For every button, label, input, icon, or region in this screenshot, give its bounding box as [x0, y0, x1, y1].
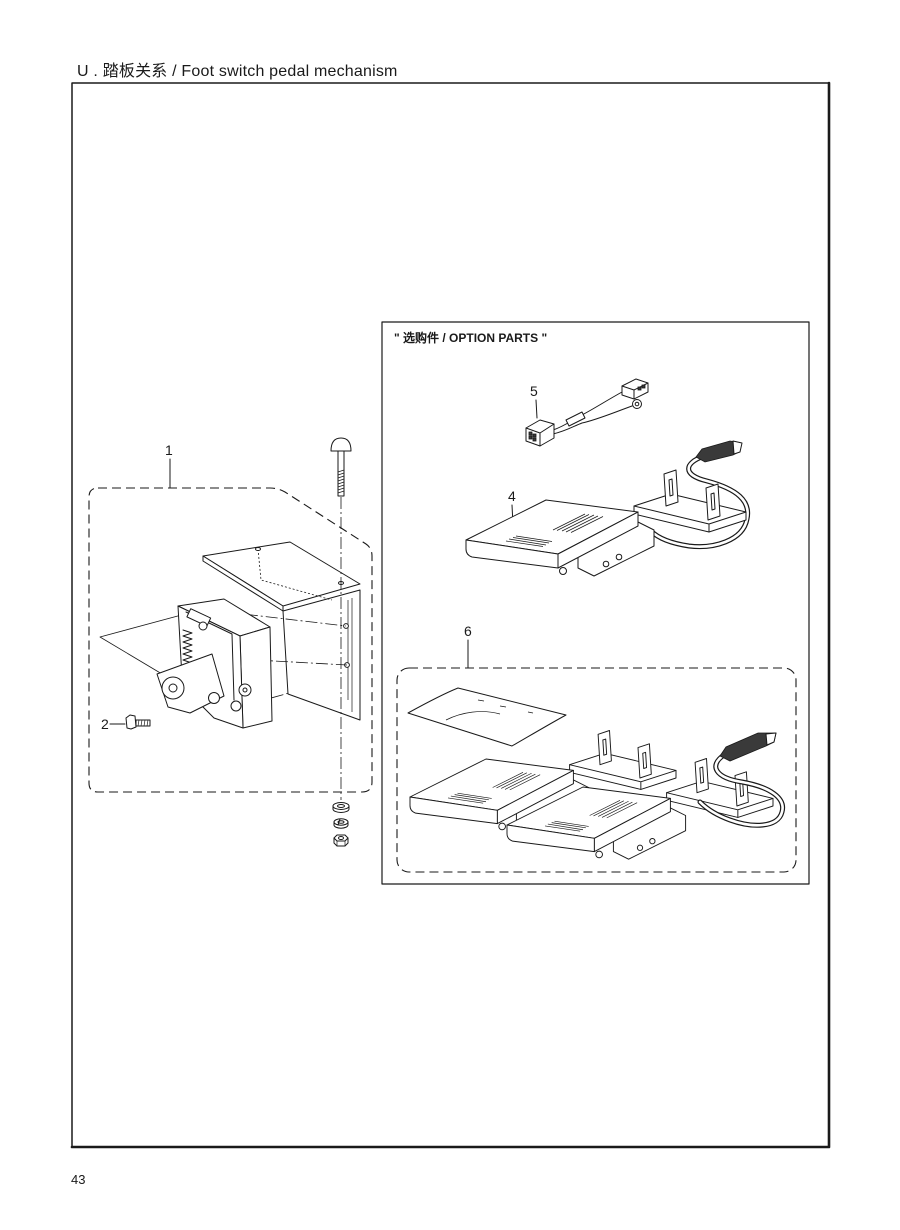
- screw-thread: [137, 719, 149, 727]
- cable-sleeve: [565, 411, 586, 427]
- switch-roller: [230, 700, 242, 712]
- actuator-screw: [198, 621, 208, 631]
- part-2-screw: 2: [101, 714, 151, 732]
- switch-actuator: [186, 608, 212, 627]
- part-6-group-outline: [396, 667, 797, 873]
- left-pedal-bracket: [569, 730, 677, 790]
- page-frame-shadow: [70, 81, 831, 1149]
- pedal-set-connector-end: [765, 732, 777, 746]
- spring-washer: [333, 818, 349, 829]
- connector-pin: [637, 386, 642, 391]
- pedal-cable-inner: [649, 454, 749, 548]
- screw-head: [125, 714, 137, 730]
- connector-plug-edge: [525, 423, 555, 447]
- part-4-foot-pedal: 4: [465, 440, 751, 577]
- lever-roller: [208, 692, 220, 704]
- page-title: U . 踏板关系 / Foot switch pedal mechanism: [77, 63, 398, 80]
- connector-pin: [528, 431, 533, 436]
- callout-5-leader: [535, 399, 538, 419]
- pedal-set-cable-inner: [698, 753, 784, 827]
- pedal-body: [465, 499, 655, 577]
- callout-4: 4: [508, 488, 516, 504]
- option-parts-label: " 选购件 / OPTION PARTS ": [394, 331, 548, 345]
- hidden-edge: [257, 548, 333, 601]
- connector-pin: [641, 384, 646, 389]
- option-parts-frame: [381, 321, 810, 885]
- hex-nut: [333, 834, 349, 847]
- callout-6: 6: [464, 623, 472, 639]
- callout-2: 2: [101, 716, 109, 732]
- screw-shank: [135, 719, 151, 727]
- part-1-group-outline: [88, 487, 373, 793]
- foot-switch-unit: [156, 598, 273, 729]
- bolt-head: [330, 437, 352, 452]
- part-6-double-pedal-set: 6: [396, 623, 797, 873]
- connector-pin: [528, 435, 533, 440]
- pedal-connector-end: [732, 440, 743, 455]
- ring-terminal-hole: [634, 401, 640, 407]
- plate-hole: [255, 547, 261, 551]
- plate-shading: [347, 598, 353, 712]
- bracket-plate-edge: [202, 555, 284, 612]
- connector-pin: [532, 437, 537, 442]
- bracket-vertical-plate: [282, 589, 361, 721]
- cable-wire: [552, 391, 623, 431]
- cable-wire: [552, 405, 633, 435]
- pedal-cover-sheet: [407, 687, 567, 747]
- switch-roller-pin: [242, 687, 248, 693]
- part-1-switch-assembly: 1: [88, 437, 373, 847]
- lever-pad-hole: [168, 683, 178, 693]
- pedal-mounting-bracket: [633, 469, 747, 533]
- flat-washer: [332, 802, 350, 813]
- callout-5: 5: [530, 383, 538, 399]
- switch-housing-side: [239, 626, 273, 729]
- page-number: 43: [71, 1172, 86, 1187]
- bolt-thread: [337, 469, 345, 494]
- connector-pin: [532, 433, 537, 438]
- callout-1: 1: [165, 442, 173, 458]
- part-5-cable-connector: 5: [525, 378, 649, 447]
- mounting-bolt: [330, 437, 352, 497]
